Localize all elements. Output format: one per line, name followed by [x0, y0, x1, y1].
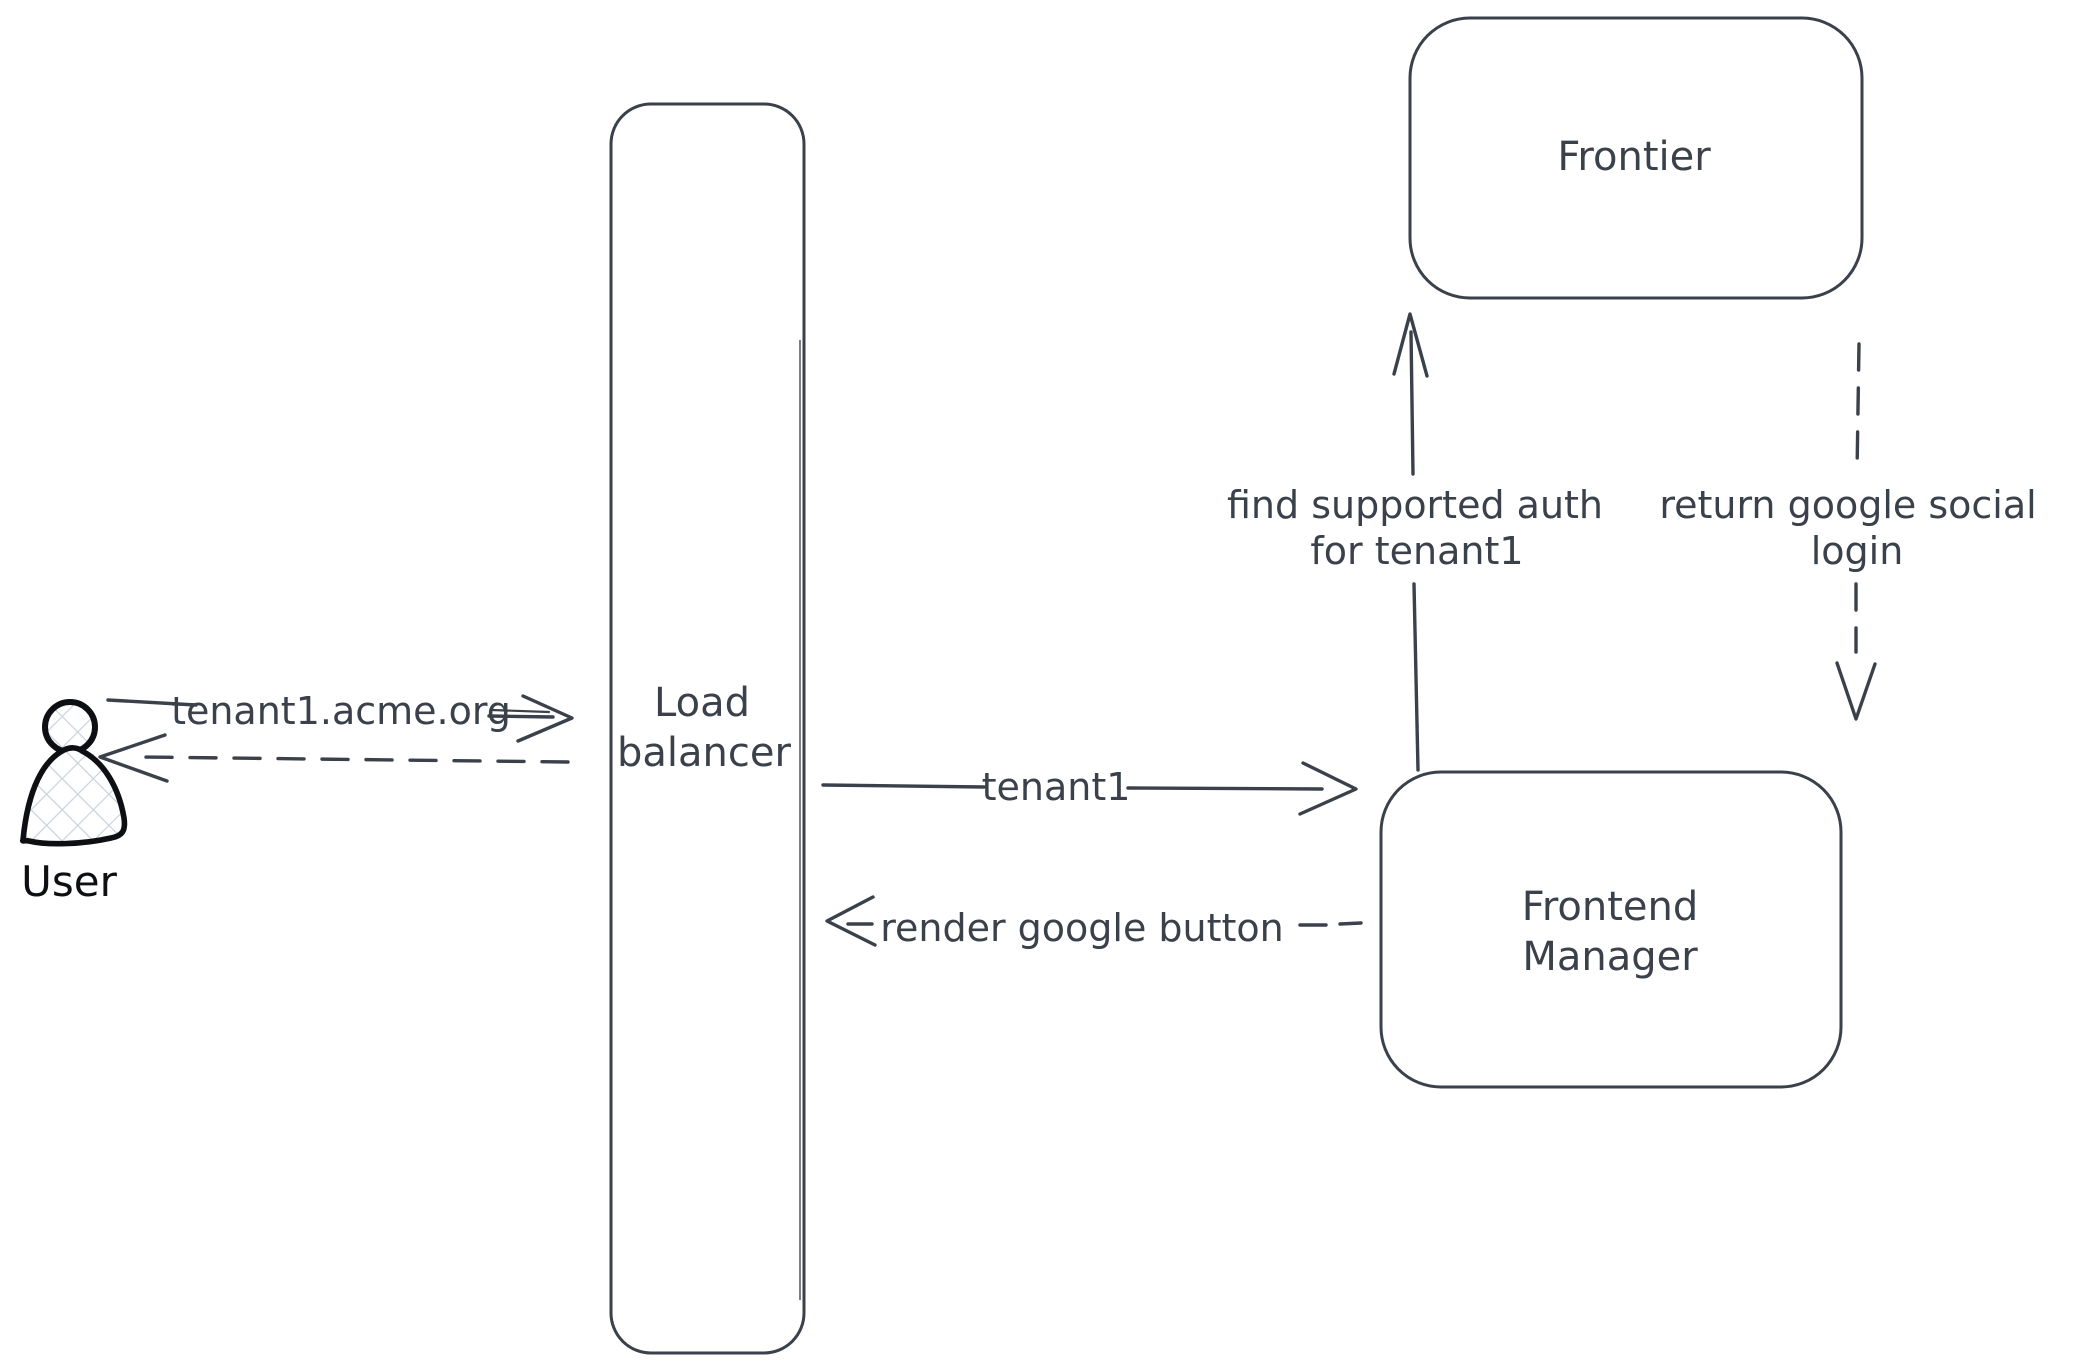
arrow-line-segment: [487, 714, 555, 719]
arrowhead-right-icon: [516, 694, 574, 743]
arrow-frontend-manager-to-frontier: find supported auth for tenant1: [1227, 312, 1603, 772]
arrow-line-sketch-segment: [490, 708, 551, 714]
arrow-line-segment: [1409, 330, 1415, 476]
user-body-icon: [20, 745, 128, 847]
frontier-label: Frontier: [1557, 134, 1711, 180]
frontier-box: [1408, 16, 1864, 300]
arrowhead-left-icon: [825, 895, 877, 947]
arrow-label-line1: return google social: [1659, 483, 2036, 527]
load-balancer-label-line1: Load: [654, 680, 750, 726]
load-balancer-label-line2: balancer: [617, 730, 791, 776]
arrowhead-up-icon: [1392, 312, 1429, 378]
frontend-manager-label-line1: Frontend: [1522, 884, 1699, 930]
user-label: User: [21, 857, 117, 906]
arrow-line-segment: [821, 783, 986, 789]
arrow-label-line2: login: [1811, 529, 1904, 573]
arrow-line-segment: [1412, 582, 1420, 772]
arrowhead-down-icon: [1835, 661, 1877, 721]
arrow-frontier-to-frontend-manager: return google social login: [1659, 342, 2037, 721]
user-head-icon: [42, 699, 98, 755]
arrow-dashed-line: [140, 755, 570, 764]
arrow-user-to-load-balancer: tenant1.acme.org: [106, 689, 574, 743]
arrow-dash-segment: [1338, 921, 1363, 926]
load-balancer-box: [609, 102, 806, 1355]
load-balancer-node: Load balancer: [609, 102, 806, 1355]
arrow-frontend-manager-to-load-balancer: render google button: [825, 895, 1363, 950]
arrow-label-line2: for tenant1: [1310, 529, 1523, 573]
arrow-load-balancer-to-user: [98, 733, 570, 783]
frontend-manager-node: Frontend Manager: [1379, 770, 1843, 1089]
arrow-line-segment: [1126, 786, 1324, 791]
user-actor: User: [20, 699, 128, 906]
arrow-label: tenant1: [982, 765, 1131, 809]
frontend-manager-box: [1379, 770, 1843, 1089]
arrow-label: tenant1.acme.org: [171, 689, 511, 733]
frontend-manager-label-line2: Manager: [1522, 934, 1698, 980]
arrow-dashed-line: [1855, 342, 1861, 476]
arrow-label: render google button: [880, 906, 1284, 950]
arrowhead-left-icon: [98, 733, 169, 783]
arrow-load-balancer-to-frontend-manager: tenant1: [821, 761, 1358, 816]
arrowhead-right-icon: [1298, 761, 1358, 816]
arrow-line-segment: [106, 698, 198, 707]
arrow-label-line1: find supported auth: [1227, 483, 1603, 527]
frontier-node: Frontier: [1408, 16, 1864, 300]
